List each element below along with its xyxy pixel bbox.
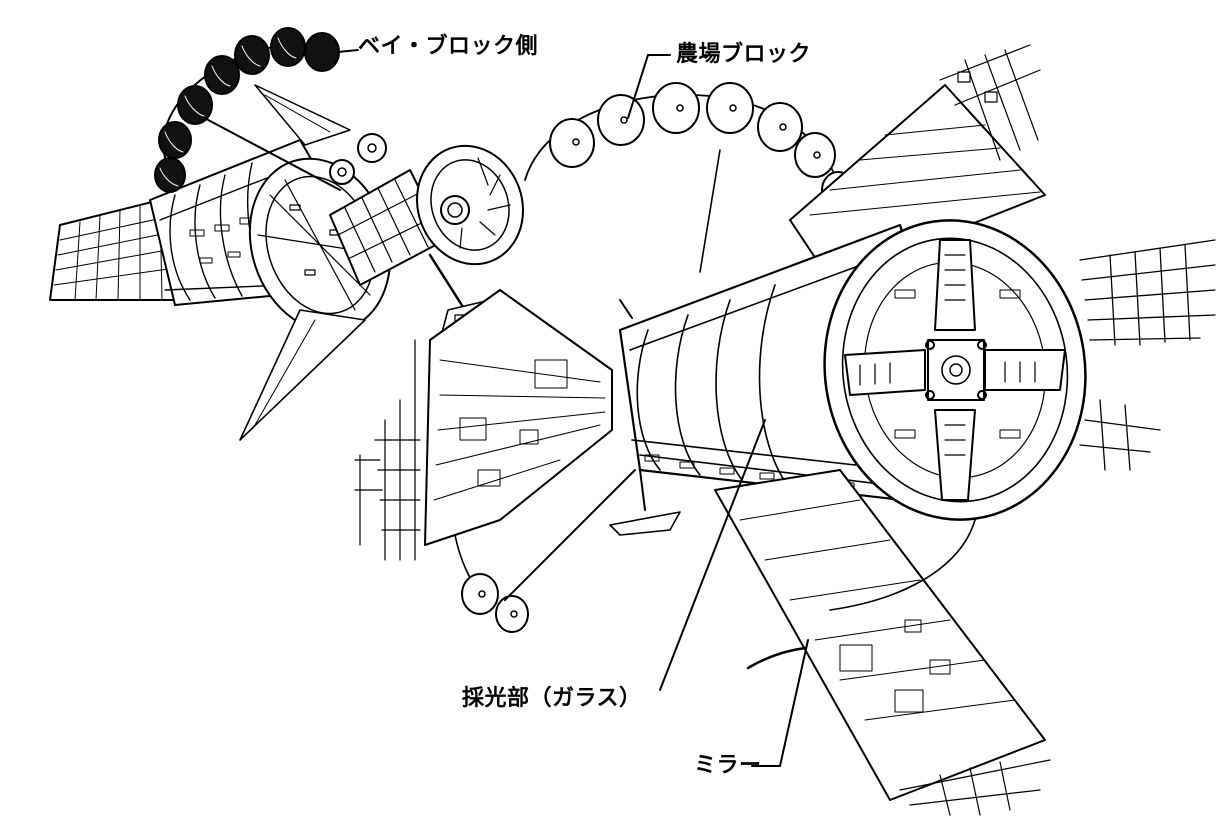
- bay-side-lower-mirror: [239, 309, 366, 441]
- glass-leader-1: [659, 419, 766, 691]
- glass-leader-2: [504, 469, 636, 601]
- central-hub: [329, 133, 524, 346]
- dish-antenna: [357, 133, 387, 163]
- lower-mirror: [714, 469, 1051, 816]
- glass-section-label: 採光部（ガラス）: [462, 686, 642, 711]
- scaffold-lattice: [354, 339, 421, 561]
- top-scaffold: [939, 44, 1041, 161]
- lower-orbit: [454, 469, 976, 670]
- mirror-label: ミラー: [694, 753, 762, 778]
- glass-bands: [629, 257, 931, 491]
- main-cylinder: [618, 44, 1216, 521]
- side-scaffold: [1079, 239, 1216, 471]
- leader-lines: [504, 299, 809, 767]
- farm-block-label: 農場ブロック: [676, 42, 812, 67]
- docking-cap: [416, 144, 524, 266]
- bay-block-label: ベイ・ブロック側: [358, 34, 539, 59]
- farm-block-modules: [524, 54, 855, 273]
- central-mirror-cone: [354, 289, 613, 561]
- bay-block-modules: [154, 27, 359, 193]
- mirror-leader: [779, 639, 809, 767]
- bay-block-leader: [337, 49, 359, 53]
- main-hub: [927, 339, 985, 401]
